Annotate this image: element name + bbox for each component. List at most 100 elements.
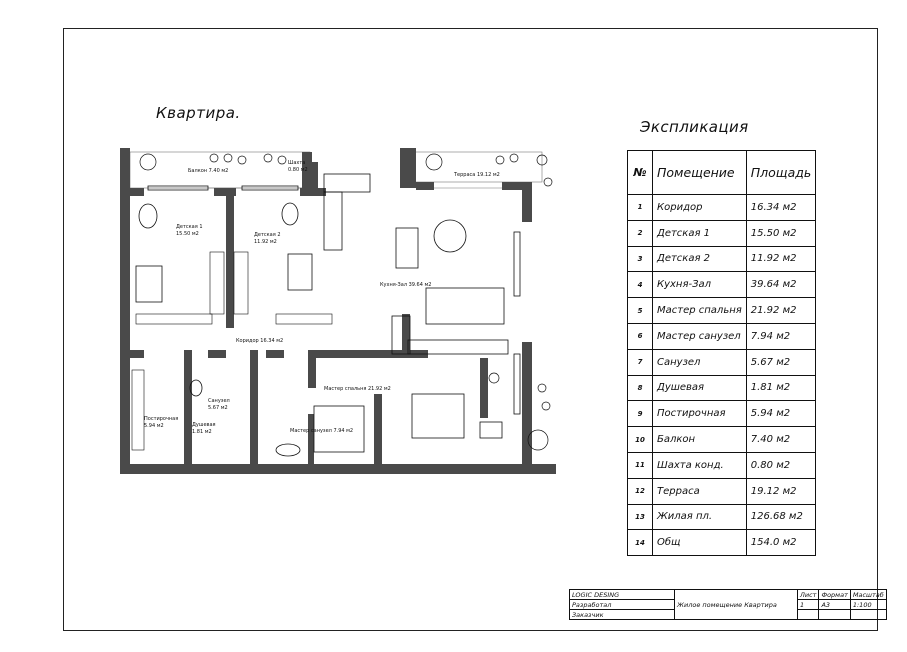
row-area: 5.94 м2 bbox=[745, 400, 817, 428]
stamp-developed: Разработал bbox=[569, 599, 675, 610]
row-area: 0.80 м2 bbox=[745, 451, 817, 479]
label-shower-2: 1.81 м2 bbox=[192, 429, 212, 435]
row-area: 16.34 м2 bbox=[745, 194, 817, 221]
label-laundry-2: 5.94 м2 bbox=[144, 423, 164, 429]
stamp-company: LOGIC DESING bbox=[569, 589, 675, 600]
row-number: 6 bbox=[627, 322, 653, 350]
row-number: 7 bbox=[627, 348, 653, 376]
row-number: 1 bbox=[627, 194, 653, 221]
room-labels: Балкон 7.40 м2 Шахта 0.80 м2 Терраса 19.… bbox=[144, 160, 500, 435]
label-kitchen: Кухня-Зал 39.64 м2 bbox=[380, 282, 431, 288]
row-room: Балкон bbox=[652, 426, 747, 453]
page-title: Квартира. bbox=[156, 104, 241, 122]
label-kids1-2: 15.50 м2 bbox=[176, 231, 199, 237]
stamp-format-header: Формат bbox=[818, 589, 851, 600]
row-room: Терраса bbox=[652, 477, 747, 505]
row-number: 8 bbox=[627, 374, 653, 402]
label-master-bath: Мастер санузел 7.94 м2 bbox=[290, 428, 353, 434]
row-room: Общ bbox=[652, 529, 747, 557]
row-room: Кухня-Зал bbox=[652, 271, 747, 299]
row-area: 154.0 м2 bbox=[745, 529, 817, 557]
row-room: Мастер спальня bbox=[652, 297, 747, 324]
stamp-sheet-header: Лист bbox=[796, 589, 820, 600]
col-area-header: Площадь bbox=[745, 150, 817, 195]
row-room: Шахта конд. bbox=[652, 451, 747, 479]
col-room-header: Помещение bbox=[652, 150, 747, 195]
col-num-header: № bbox=[627, 150, 653, 195]
row-number: 5 bbox=[627, 297, 653, 324]
walls bbox=[120, 148, 556, 474]
row-area: 5.67 м2 bbox=[745, 348, 817, 376]
label-kids2-1: Детская 2 bbox=[254, 232, 281, 238]
label-laundry-1: Постирочная bbox=[144, 416, 178, 422]
explication-title: Экспликация bbox=[640, 118, 749, 136]
stamp-customer: Заказчик bbox=[569, 609, 675, 620]
row-number: 3 bbox=[627, 245, 653, 273]
row-area: 15.50 м2 bbox=[745, 219, 817, 247]
row-room: Жилая пл. bbox=[652, 503, 747, 531]
row-number: 2 bbox=[627, 219, 653, 247]
row-room: Постирочная bbox=[652, 400, 747, 428]
row-area: 7.94 м2 bbox=[745, 322, 817, 350]
label-bath-1: Санузел bbox=[208, 398, 230, 404]
row-area: 7.40 м2 bbox=[745, 426, 817, 453]
label-shower-1: Душевая bbox=[192, 422, 216, 428]
title-block: LOGIC DESING Жилое помещение Квартира Ли… bbox=[569, 589, 887, 620]
row-number: 4 bbox=[627, 271, 653, 299]
label-terrace: Терраса 19.12 м2 bbox=[453, 172, 500, 178]
label-corridor: Коридор 16.34 м2 bbox=[236, 338, 283, 344]
stamp-scale-header: Масштаб bbox=[849, 589, 887, 600]
label-balcony: Балкон 7.40 м2 bbox=[188, 168, 228, 174]
row-number: 13 bbox=[627, 503, 653, 531]
row-number: 9 bbox=[627, 400, 653, 428]
row-number: 11 bbox=[627, 451, 653, 479]
label-shaft-2: 0.80 м2 bbox=[288, 167, 308, 173]
windows bbox=[147, 185, 521, 415]
label-kids2-2: 11.92 м2 bbox=[254, 239, 277, 245]
stamp-scale: 1:100 bbox=[849, 599, 887, 610]
row-room: Детская 2 bbox=[652, 245, 747, 273]
floor-plan: Балкон 7.40 м2 Шахта 0.80 м2 Терраса 19.… bbox=[120, 148, 556, 474]
row-area: 39.64 м2 bbox=[745, 271, 817, 299]
row-room: Детская 1 bbox=[652, 219, 747, 247]
row-number: 14 bbox=[627, 529, 653, 557]
closets bbox=[131, 251, 333, 451]
label-master-bedroom: Мастер спальня 21.92 м2 bbox=[324, 386, 391, 392]
plant-icons bbox=[139, 153, 553, 451]
row-area: 1.81 м2 bbox=[745, 374, 817, 402]
label-bath-2: 5.67 м2 bbox=[208, 405, 228, 411]
stamp-format: A3 bbox=[818, 599, 851, 610]
row-room: Санузел bbox=[652, 348, 747, 376]
label-kids1-1: Детская 1 bbox=[176, 224, 203, 230]
furniture bbox=[135, 173, 509, 457]
row-room: Мастер санузел bbox=[652, 322, 747, 350]
row-room: Коридор bbox=[652, 194, 747, 221]
row-number: 10 bbox=[627, 426, 653, 453]
row-area: 19.12 м2 bbox=[745, 477, 817, 505]
row-room: Душевая bbox=[652, 374, 747, 402]
label-shaft-1: Шахта bbox=[288, 160, 305, 166]
drawing-frame bbox=[63, 28, 878, 631]
stamp-project: Жилое помещение Квартира bbox=[674, 589, 798, 620]
explication-header-row: № Помещение Площадь bbox=[627, 150, 817, 195]
row-area: 11.92 м2 bbox=[745, 245, 817, 273]
row-area: 126.68 м2 bbox=[745, 503, 817, 531]
stamp-sheet: 1 bbox=[796, 599, 820, 610]
row-number: 12 bbox=[627, 477, 653, 505]
row-area: 21.92 м2 bbox=[745, 297, 817, 324]
